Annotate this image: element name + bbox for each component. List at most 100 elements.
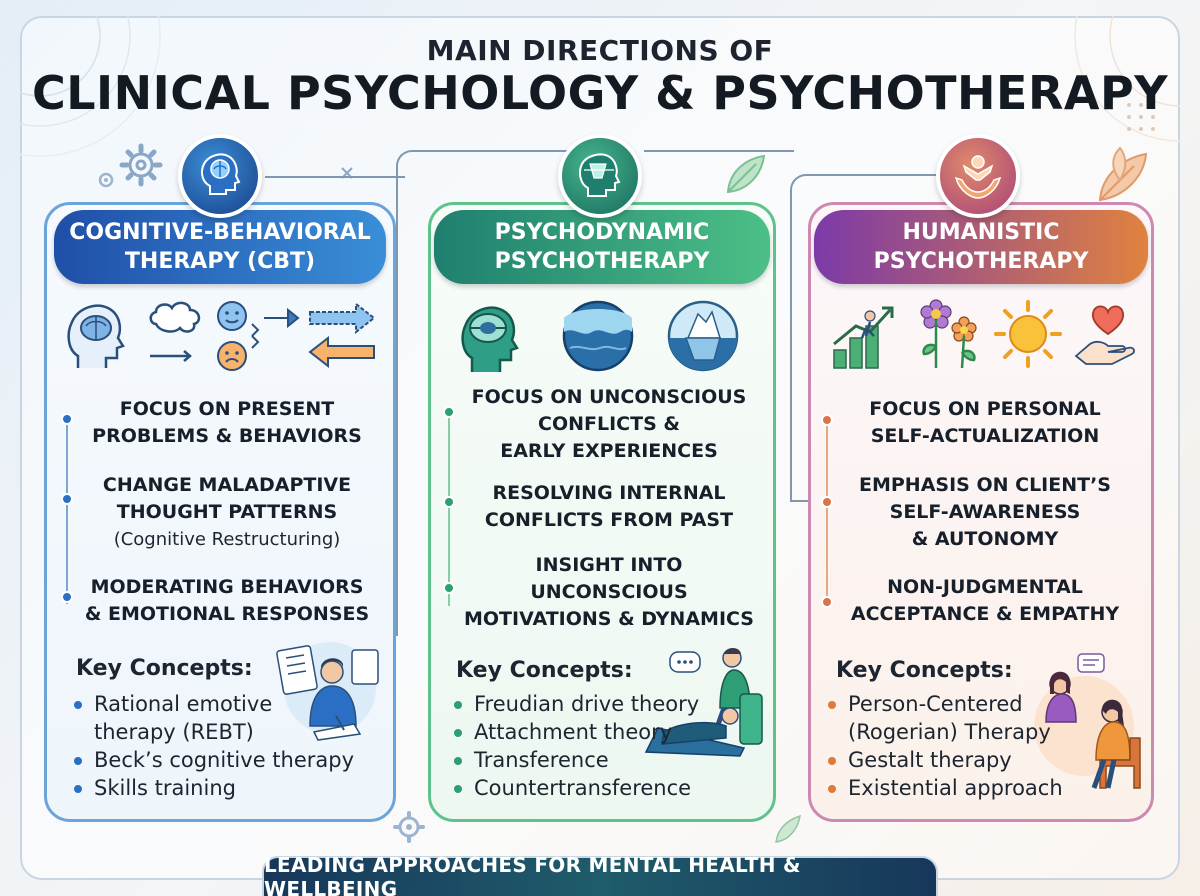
bullet-dot: [74, 785, 82, 793]
footer-banner: LEADING APPROACHES FOR MENTAL HEALTH & W…: [262, 853, 938, 896]
bullet-dot: [74, 701, 82, 709]
key-concept-item: Skills training: [74, 774, 354, 802]
emotion-faces-icon: [217, 301, 260, 371]
panel-humanistic: [808, 202, 1154, 822]
panel-title-line: HUMANISTIC: [902, 220, 1060, 245]
key-concepts-title: Key Concepts:: [76, 656, 253, 681]
key-concept-item: Existential approach: [828, 774, 1063, 802]
key-point-subtext: (Cognitive Restructuring): [113, 529, 341, 550]
key-concept-text: Existential approach: [848, 776, 1063, 800]
key-point-line: RESOLVING INTERNAL: [492, 482, 726, 504]
icon-row-psychodynamic: [446, 298, 762, 378]
key-concept-text: Skills training: [94, 776, 236, 800]
points-psychodynamic: FOCUS ON UNCONSCIOUS CONFLICTS & EARLY E…: [443, 384, 770, 634]
key-concept-text: Beck’s cognitive therapy: [94, 748, 355, 772]
counseling-session-illustration: [1034, 653, 1141, 789]
connector-line: [790, 174, 938, 502]
head-layers-icon: [461, 306, 519, 372]
key-point: INSIGHT INTO UNCONSCIOUS MOTIVATIONS & D…: [443, 552, 770, 633]
key-concept-text: Rational emotive: [94, 692, 273, 716]
key-concept-item: therapy (REBT): [74, 718, 354, 746]
bullet-dot: [821, 496, 833, 508]
connector-line: [644, 150, 794, 152]
key-point-line: UNCONSCIOUS: [530, 581, 688, 603]
connector-line: [790, 492, 810, 502]
key-concept-item: Beck’s cognitive therapy: [74, 746, 354, 774]
key-concept-text: Countertransference: [474, 776, 692, 800]
therapy-couch-illustration: [644, 648, 763, 757]
thought-cloud-icon: [149, 301, 201, 362]
heart-hand-icon: [1074, 305, 1135, 365]
key-concept-item: Freudian drive theory: [454, 690, 699, 718]
key-concept-item: Person-Centered: [828, 690, 1063, 718]
heart-hands-icon: [936, 134, 1020, 218]
panel-title-line: PSYCHODYNAMIC: [494, 220, 710, 245]
key-point-line: EARLY EXPERIENCES: [500, 440, 718, 462]
connector-line: [265, 176, 405, 178]
key-point-line: & AUTONOMY: [911, 528, 1059, 550]
timeline-line: [826, 416, 828, 602]
dot-grid: [1127, 103, 1155, 131]
key-concepts-list: Rational emotive therapy (REBT) Beck’s c…: [74, 690, 354, 802]
key-concept-item: Attachment theory: [454, 718, 699, 746]
panel-title-psychodynamic: PSYCHODYNAMIC PSYCHOTHERAPY: [434, 210, 770, 284]
key-point: FOCUS ON UNCONSCIOUS CONFLICTS & EARLY E…: [443, 384, 770, 465]
bullet-dot: [828, 701, 836, 709]
leaf-icon: [726, 154, 766, 194]
key-point: NON-JUDGMENTAL ACCEPTANCE & EMPATHY: [821, 574, 1144, 628]
key-point-line: MODERATING BEHAVIORS: [90, 576, 364, 598]
bullet-dot: [454, 785, 462, 793]
bullet-dot: [821, 596, 833, 608]
leaf-icon: [1098, 146, 1148, 202]
key-point-line: SELF-ACTUALIZATION: [870, 425, 1100, 447]
key-point-line: SELF-AWARENESS: [889, 501, 1081, 523]
arrow-right-icon: [264, 307, 300, 329]
key-point-line: NON-JUDGMENTAL: [887, 576, 1083, 598]
bullet-dot: [828, 757, 836, 765]
key-point-line: CONFLICTS &: [538, 413, 680, 435]
gear-icon: [98, 172, 114, 188]
page-title: CLINICAL PSYCHOLOGY & PSYCHOTHERAPY: [31, 66, 1169, 120]
bullet-dot: [454, 701, 462, 709]
head-layers-icon: [558, 134, 642, 218]
key-point-line: CHANGE MALADAPTIVE: [102, 474, 352, 496]
key-point-line: MOTIVATIONS & DYNAMICS: [463, 608, 754, 630]
key-concept-item: Countertransference: [454, 774, 699, 802]
swap-arrows-icon: [308, 301, 376, 369]
flowers-icon: [920, 299, 977, 369]
panel-title-line: PSYCHOTHERAPY: [494, 249, 710, 274]
key-point-line: FOCUS ON PERSONAL: [869, 398, 1101, 420]
key-point: CHANGE MALADAPTIVE THOUGHT PATTERNS (Cog…: [61, 472, 388, 553]
key-concepts-list: Freudian drive theory Attachment theory …: [454, 690, 699, 802]
bullet-dot: [821, 414, 833, 426]
key-concept-text: therapy (REBT): [94, 720, 254, 744]
bullet-dot: [828, 785, 836, 793]
points-humanistic: FOCUS ON PERSONAL SELF-ACTUALIZATION EMP…: [821, 396, 1144, 628]
key-point-line: & EMOTIONAL RESPONSES: [84, 603, 370, 625]
key-concept-item: (Rogerian) Therapy: [828, 718, 1063, 746]
key-concept-item: Transference: [454, 746, 699, 774]
leaf-icon: [775, 814, 801, 843]
water-depth-icon: [562, 300, 634, 372]
key-point-line: FOCUS ON PRESENT: [119, 398, 335, 420]
decorative-arcs-right: [1074, 16, 1180, 142]
key-point-line: FOCUS ON UNCONSCIOUS: [471, 386, 747, 408]
key-point-line: INSIGHT INTO: [535, 554, 683, 576]
bullet-dot: [443, 582, 455, 594]
key-concept-item: Rational emotive: [74, 690, 354, 718]
key-concept-text: Freudian drive theory: [474, 692, 700, 716]
key-point: FOCUS ON PRESENT PROBLEMS & BEHAVIORS: [61, 396, 388, 450]
key-point: FOCUS ON PERSONAL SELF-ACTUALIZATION: [821, 396, 1144, 450]
key-concept-text: Transference: [474, 748, 609, 772]
page-subtitle: MAIN DIRECTIONS OF: [426, 34, 774, 67]
key-concepts-list: Person-Centered (Rogerian) Therapy Gesta…: [828, 690, 1063, 802]
points-cbt: FOCUS ON PRESENT PROBLEMS & BEHAVIORS CH…: [61, 396, 388, 625]
bullet-dot: [61, 413, 73, 425]
bullet-dot: [443, 406, 455, 418]
key-concepts-title: Key Concepts:: [836, 658, 1013, 683]
key-concept-text: (Rogerian) Therapy: [848, 720, 1051, 744]
key-point-line: ACCEPTANCE & EMPATHY: [850, 603, 1120, 625]
timeline-line: [66, 414, 68, 604]
bullet-dot: [454, 757, 462, 765]
panel-title-cbt: COGNITIVE-BEHAVIORAL THERAPY (CBT): [54, 210, 386, 284]
